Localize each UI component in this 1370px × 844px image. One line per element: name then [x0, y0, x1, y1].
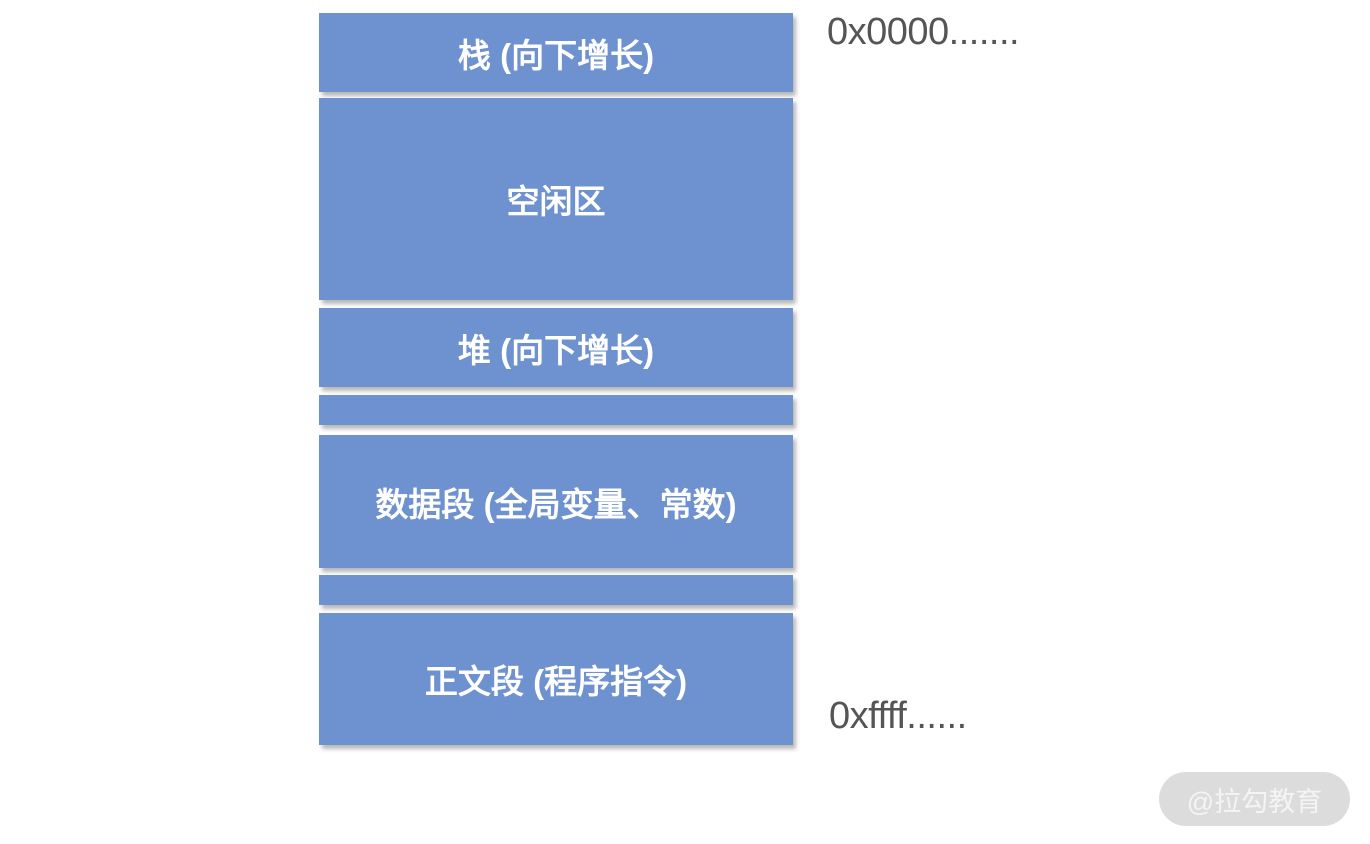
- text-segment-label: 正文段 (程序指令): [424, 663, 688, 700]
- watermark: @拉勾教育: [1159, 772, 1350, 826]
- text-segment: 正文段 (程序指令): [319, 613, 793, 745]
- free-area-label: 空闲区: [506, 183, 606, 220]
- free-area-segment: 空闲区: [319, 98, 793, 300]
- stack-segment: 栈 (向下增长): [319, 13, 793, 92]
- data-segment-label: 数据段 (全局变量、常数): [375, 485, 737, 523]
- stack-label: 栈 (向下增长): [457, 36, 655, 74]
- data-segment: 数据段 (全局变量、常数): [319, 435, 793, 568]
- gap-segment-1: [319, 395, 793, 425]
- gap-segment-2: [319, 575, 793, 605]
- top-address-label: 0x0000.......: [827, 11, 1020, 53]
- bottom-address-label: 0xffff......: [829, 695, 967, 737]
- heap-label: 堆 (向下增长): [457, 331, 655, 369]
- heap-segment: 堆 (向下增长): [319, 308, 793, 387]
